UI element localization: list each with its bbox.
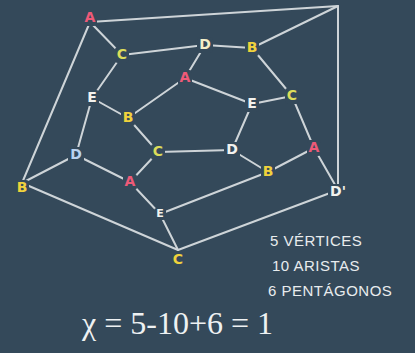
vertex-label: D (197, 37, 213, 52)
vertex-label: D (224, 142, 240, 157)
vertex-label: B (121, 110, 136, 125)
vertex-label: A (307, 140, 322, 155)
vertex-label: C (285, 88, 299, 103)
vertex-label: E (245, 96, 259, 111)
vertex-label: B (261, 164, 276, 179)
inner-spokes (92, 45, 292, 182)
vertex-label: C (115, 47, 129, 62)
vertex-label: E (85, 90, 99, 105)
vertex-label: B (245, 40, 260, 55)
euler-formula: χ = 5-10+6 = 1 (82, 306, 273, 341)
vertex-label: E (154, 208, 166, 220)
inner-pentagon (128, 78, 252, 152)
vertex-label: A (123, 174, 138, 189)
count-note: 6 PENTÁGONOS (268, 283, 392, 300)
outer-spokes (22, 6, 338, 250)
outer-pentagon (22, 6, 338, 250)
vertex-label: A (83, 10, 98, 25)
middle-ring (76, 45, 314, 214)
vertex-label: D' (328, 184, 348, 199)
count-note: 5 VÉRTICES (270, 233, 362, 250)
count-note: 10 ARISTAS (272, 258, 360, 275)
vertex-label: C (171, 252, 185, 267)
vertex-label: D (68, 147, 84, 162)
vertex-label: C (151, 144, 165, 159)
vertex-label: B (15, 180, 30, 195)
vertex-label: A (178, 70, 193, 85)
